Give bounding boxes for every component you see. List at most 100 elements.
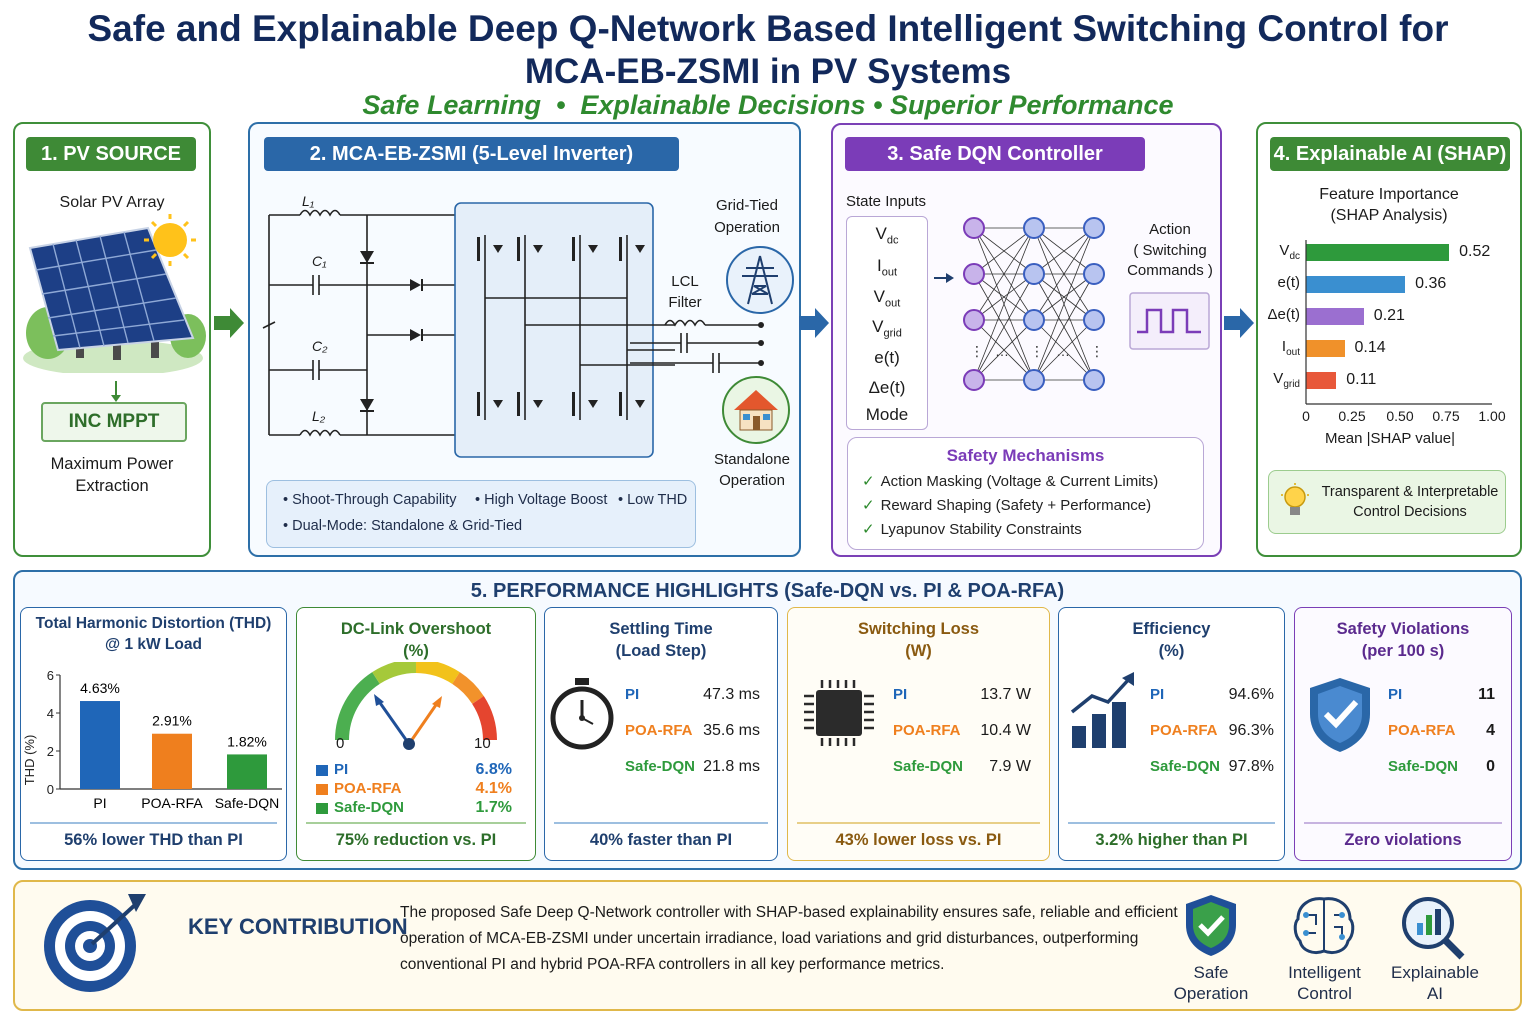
shap-value-label: 0.14 xyxy=(1354,339,1386,356)
nn-connection xyxy=(973,227,1035,381)
state-input: Vdc xyxy=(875,224,899,247)
nn-node xyxy=(1023,263,1045,285)
check-icon: ✓ xyxy=(862,497,875,514)
nn-ellipsis: ⋮ xyxy=(1090,343,1104,359)
thd-tick-label: 4 xyxy=(47,706,54,721)
nn-node xyxy=(963,369,985,391)
metric-row-label: POA-RFA xyxy=(1388,722,1456,739)
efficiency-title-1: Efficiency xyxy=(1132,620,1211,638)
metric-row-value: 7.9 W xyxy=(989,758,1031,775)
nn-ellipsis: … xyxy=(1056,343,1070,359)
nn-node xyxy=(963,217,985,239)
neural-network-diagram: ⋮⋮⋮…… xyxy=(963,217,1105,391)
metric-row-value: 4 xyxy=(1486,722,1495,739)
grid-label-1: Grid-Tied xyxy=(716,197,778,214)
metric-row-value: 0 xyxy=(1486,758,1495,775)
metric-row-label: POA-RFA xyxy=(893,722,961,739)
thd-category-label: Safe-DQN xyxy=(215,795,280,811)
transparent-text-1: Transparent & Interpretable xyxy=(1321,484,1499,500)
state-input: Iout xyxy=(876,256,898,279)
shap-tick-label: 0.75 xyxy=(1432,408,1460,424)
thd-value-label: 4.63% xyxy=(80,680,120,696)
shap-bar xyxy=(1306,308,1364,325)
mppt-desc-1: Maximum Power xyxy=(50,455,174,473)
shap-value-label: 0.21 xyxy=(1373,307,1405,324)
state-title: State Inputs xyxy=(846,193,927,210)
down-arrow-icon xyxy=(111,381,121,402)
thd-bar xyxy=(227,754,267,789)
lcl-filter-icon xyxy=(630,319,764,373)
gauge-max: 10 xyxy=(474,735,491,752)
safety-title-2: (per 100 s) xyxy=(1361,642,1445,660)
pv-array-label: Solar PV Array xyxy=(59,194,165,211)
shap-value-label: 0.36 xyxy=(1415,275,1447,292)
state-input: Δe(t) xyxy=(868,378,906,397)
flow-arrow-icon xyxy=(1224,308,1254,338)
metric-row-label: POA-RFA xyxy=(1150,722,1218,739)
nn-connection xyxy=(1033,227,1095,321)
action-label-1: Action xyxy=(1149,221,1191,238)
nn-connection xyxy=(1033,319,1095,381)
shap-tick-label: 0.50 xyxy=(1386,408,1414,424)
safety-title: Safety Mechanisms xyxy=(946,446,1105,465)
nn-connection xyxy=(1033,273,1095,321)
house-icon xyxy=(722,376,790,444)
gauge-min: 0 xyxy=(336,735,345,752)
thd-tick-label: 0 xyxy=(47,782,54,797)
nn-node xyxy=(1083,263,1105,285)
lcl-label-1: LCL xyxy=(671,273,699,290)
check-icon: ✓ xyxy=(862,473,875,490)
metric-row-label: PI xyxy=(625,686,640,703)
nn-ellipsis: ⋮ xyxy=(1030,343,1044,359)
metric-row-value: 96.3% xyxy=(1228,722,1274,739)
solar-panel-icon xyxy=(23,214,206,373)
thd-bar xyxy=(80,701,120,789)
state-input: Vout xyxy=(873,287,901,310)
thd-title-1: Total Harmonic Distortion (THD) xyxy=(35,615,272,632)
inverter-circuit-diagram xyxy=(262,202,675,458)
metric-row-label: POA-RFA xyxy=(334,780,402,797)
shap-bar xyxy=(1306,340,1345,357)
shap-value-label: 0.11 xyxy=(1346,371,1377,388)
nn-connection xyxy=(973,227,1035,275)
safety-footer: Zero violations xyxy=(1344,831,1462,849)
label-l1: L₁ xyxy=(302,193,315,209)
metric-row-label: Safe-DQN xyxy=(334,799,405,816)
switching-card xyxy=(787,607,1050,861)
thd-tick-label: 2 xyxy=(47,744,54,759)
label-c1: C₁ xyxy=(312,253,327,269)
metric-row-label: Safe-DQN xyxy=(1150,758,1221,775)
metric-row-value: 13.7 W xyxy=(980,686,1031,703)
action-label-2: ( Switching xyxy=(1133,242,1207,259)
inverter-heading: 2. MCA-EB-ZSMI (5-Level Inverter) xyxy=(264,137,679,171)
nn-connection xyxy=(973,273,1035,381)
metric-row-value: 47.3 ms xyxy=(703,686,760,703)
overshoot-footer: 75% reduction vs. PI xyxy=(335,831,497,849)
divider xyxy=(1068,822,1275,824)
gauge-icon xyxy=(335,662,497,750)
pv-heading: 1. PV SOURCE xyxy=(26,137,196,171)
state-input: Mode xyxy=(865,405,909,424)
legend-swatch xyxy=(316,784,328,795)
thd-value-label: 1.82% xyxy=(227,733,267,749)
switching-title-2: (W) xyxy=(905,642,932,660)
nn-connection xyxy=(1033,227,1095,381)
shield-check-icon xyxy=(1310,678,1370,752)
metric-row-label: POA-RFA xyxy=(625,722,693,739)
legend-swatch xyxy=(316,765,328,776)
lightbulb-icon xyxy=(1281,483,1309,515)
metric-row-label: PI xyxy=(334,761,349,778)
chip-icon xyxy=(804,680,874,746)
magnifier-chart-icon xyxy=(1402,897,1465,960)
input-arrow-icon xyxy=(934,273,954,283)
feature-item: • Dual-Mode: Standalone & Grid-Tied xyxy=(283,518,523,534)
legend-swatch xyxy=(316,803,328,814)
contribution-title: KEY CONTRIBUTION xyxy=(188,914,408,939)
shap-bar xyxy=(1306,276,1406,293)
nn-node xyxy=(1023,369,1045,391)
metric-row-value: 10.4 W xyxy=(980,722,1031,739)
nn-connection xyxy=(973,227,1035,321)
